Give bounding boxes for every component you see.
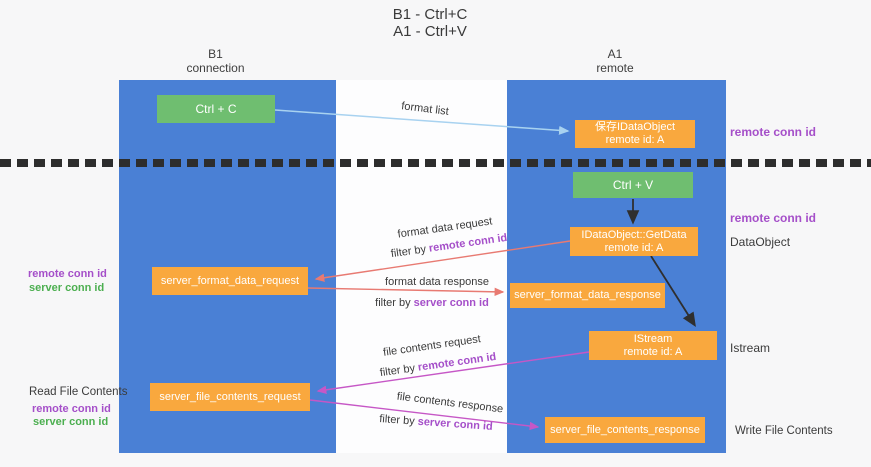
filter-key: server conn id bbox=[413, 297, 489, 309]
box-idataobject-getdata: IDataObject::GetData remote id: A bbox=[570, 227, 698, 256]
file-contents-request-arrow bbox=[316, 351, 590, 394]
box-ctrl-c: Ctrl + C bbox=[157, 95, 275, 123]
label-server-conn-id-left: server conn id bbox=[29, 282, 105, 294]
label-remote-conn-id-left: remote conn id bbox=[28, 268, 107, 280]
box-line: 保存IDataObject bbox=[594, 121, 676, 133]
label-istream: Istream bbox=[730, 341, 771, 355]
label-remote-conn-id-mid: remote conn id bbox=[730, 211, 817, 225]
column-header-a1: A1 remote bbox=[506, 47, 724, 75]
box-save-idataobject: 保存IDataObject remote id: A bbox=[575, 120, 695, 148]
column-role: connection bbox=[186, 61, 245, 75]
title-line-1: B1 - Ctrl+C bbox=[392, 6, 468, 23]
title-line-2: A1 - Ctrl+V bbox=[393, 23, 467, 40]
center-band bbox=[336, 80, 507, 453]
column-name: B1 bbox=[208, 47, 223, 61]
box-line: remote id: A bbox=[605, 134, 665, 146]
box-line: IDataObject::GetData bbox=[581, 228, 687, 241]
file-contents-response-arrow bbox=[309, 399, 540, 431]
label-read-file-contents: Read File Contents bbox=[29, 386, 128, 398]
box-line: remote id: A bbox=[604, 241, 664, 254]
box-line: IStream bbox=[633, 332, 673, 345]
box-istream: IStream remote id: A bbox=[589, 331, 717, 360]
label-write-file-contents: Write File Contents bbox=[735, 425, 833, 437]
box-server-file-contents-response: server_file_contents_response bbox=[545, 417, 705, 443]
label-dataobject: DataObject bbox=[730, 235, 791, 249]
flow-label-format-data-response: format data response bbox=[385, 276, 489, 288]
dashed-separator-line bbox=[0, 159, 871, 167]
label-remote-conn-id-top: remote conn id bbox=[730, 125, 817, 139]
getdata-to-istream-arrow bbox=[650, 255, 696, 328]
format-list-arrow bbox=[274, 109, 570, 135]
box-server-file-contents-request: server_file_contents_request bbox=[150, 383, 310, 411]
format-data-request-arrow bbox=[314, 240, 571, 282]
label-server-conn-id-left-2: server conn id bbox=[33, 416, 109, 428]
label-remote-conn-id-left-2: remote conn id bbox=[32, 403, 111, 415]
box-ctrl-v: Ctrl + V bbox=[573, 172, 693, 198]
diagram-title: B1 - Ctrl+C A1 - Ctrl+V bbox=[0, 6, 860, 40]
column-role: remote bbox=[596, 61, 634, 75]
column-name: A1 bbox=[607, 47, 623, 61]
filter-prefix: filter by bbox=[375, 297, 411, 309]
format-data-response-arrow bbox=[307, 287, 505, 297]
box-server-format-data-response: server_format_data_response bbox=[510, 283, 665, 308]
column-header-b1: B1 connection bbox=[107, 47, 324, 75]
box-server-format-data-request: server_format_data_request bbox=[152, 267, 308, 295]
box-line: remote id: A bbox=[623, 345, 683, 358]
filter-prefix: filter by bbox=[378, 413, 416, 428]
